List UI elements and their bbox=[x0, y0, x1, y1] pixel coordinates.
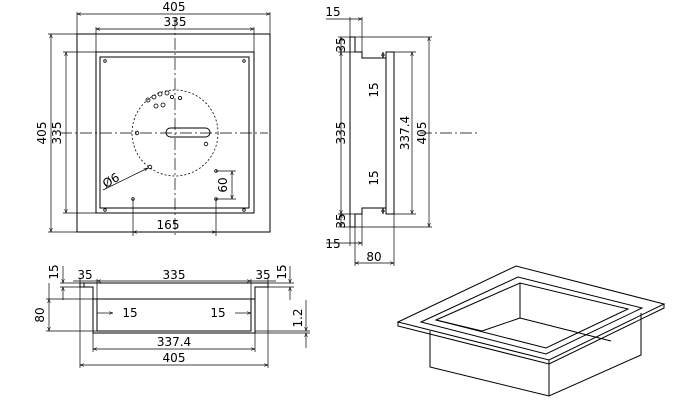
front-inner-panel bbox=[99, 56, 250, 209]
iso-body bbox=[429, 313, 642, 397]
side-view bbox=[349, 36, 395, 228]
side-dim-flange-top: 15 bbox=[325, 5, 340, 19]
front-dim-outer-width: 405 bbox=[163, 0, 186, 14]
section-dim-body-width: 337.4 bbox=[157, 335, 191, 349]
front-dim-hole-diameter: Ø6 bbox=[100, 170, 122, 191]
section-dim-lip-left: 35 bbox=[77, 268, 92, 282]
section-dim-step-right: 15 bbox=[210, 306, 225, 320]
center-slot bbox=[165, 127, 211, 138]
side-dim-step-lower: 15 bbox=[367, 170, 381, 185]
front-dim-outer-height: 405 bbox=[35, 122, 49, 145]
side-view-dimensions bbox=[326, 17, 478, 266]
section-dim-inner-width: 335 bbox=[163, 268, 186, 282]
section-dim-lip-right: 35 bbox=[255, 268, 270, 282]
side-dim-flange-bottom: 15 bbox=[325, 237, 340, 251]
side-back-plate bbox=[385, 51, 395, 215]
side-dim-lip-bottom: 35 bbox=[334, 213, 348, 228]
section-dim-flange-left: 15 bbox=[47, 264, 61, 279]
section-dim-wall-thickness: 1.2 bbox=[291, 308, 305, 327]
front-view bbox=[60, 18, 271, 236]
section-view-dimensions bbox=[46, 266, 310, 368]
side-dim-lip-top: 35 bbox=[334, 37, 348, 52]
side-dim-depth: 80 bbox=[366, 250, 381, 264]
side-dim-step-upper: 15 bbox=[367, 82, 381, 97]
front-dim-hole-spacing: 165 bbox=[157, 218, 180, 232]
small-holes bbox=[103, 59, 246, 212]
section-dim-depth: 80 bbox=[33, 307, 47, 322]
bolt-circle bbox=[131, 89, 219, 177]
front-dim-hole-offset: 60 bbox=[216, 177, 230, 192]
iso-opening bbox=[434, 282, 630, 349]
section-profile bbox=[79, 282, 269, 332]
section-wall bbox=[92, 299, 256, 334]
section-dim-flange-right: 15 bbox=[275, 264, 289, 279]
side-dim-outer-height: 405 bbox=[415, 122, 429, 145]
side-dim-inner-height: 335 bbox=[334, 122, 348, 145]
iso-flange-inner-rim bbox=[419, 276, 644, 355]
section-view bbox=[79, 282, 269, 334]
side-dim-body-height: 337.4 bbox=[398, 116, 412, 150]
section-dim-step-left: 15 bbox=[122, 306, 137, 320]
section-dim-outer-width: 405 bbox=[163, 351, 186, 365]
side-profile bbox=[349, 36, 387, 228]
isometric-view bbox=[396, 265, 666, 397]
front-dim-inner-width: 335 bbox=[164, 15, 187, 29]
front-view-dimensions bbox=[48, 12, 271, 236]
front-dim-inner-height: 335 bbox=[50, 122, 64, 145]
